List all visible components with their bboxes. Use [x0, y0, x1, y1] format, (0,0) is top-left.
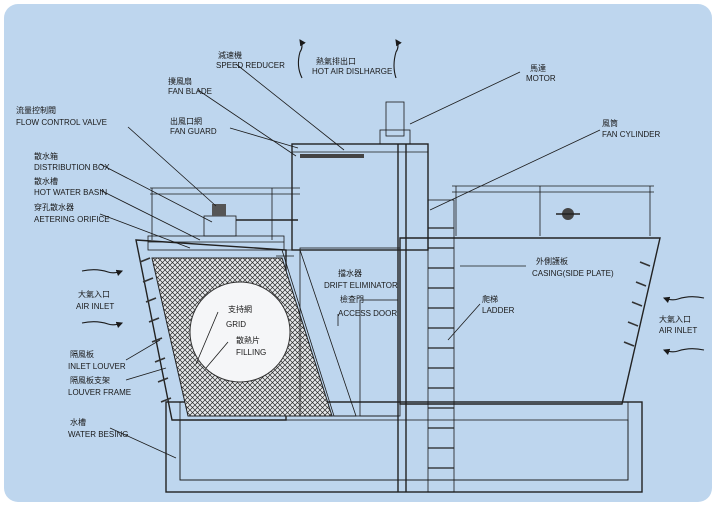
railing-right [452, 185, 654, 236]
label-louver-frame-en: LOUVER FRAME [68, 388, 131, 397]
arrow-right-1 [662, 296, 705, 304]
label-fan-cylinder-en: FAN CYLINDER [602, 130, 660, 139]
label-grid-en: GRID [226, 320, 246, 329]
label-speed-reducer-en: SPEED REDUCER [216, 61, 285, 70]
labels: 減速機 SPEED REDUCER 熱氣排出口 HOT AIR DISLHARG… [16, 50, 697, 439]
label-flow-control-en: FLOW CONTROL VALVE [16, 118, 107, 127]
label-ladder-zh: 爬梯 [482, 294, 498, 304]
label-water-basin-en: WATER BESING [68, 430, 128, 439]
flow-control-valve [212, 204, 226, 216]
grid-circle [189, 281, 291, 383]
label-access-door-en: ACCESS DOOR [338, 309, 397, 318]
motor-body [385, 101, 405, 137]
arrow-up-left [297, 39, 306, 79]
background-panel [4, 4, 712, 502]
label-filling-en: FILLING [236, 348, 266, 357]
label-motor-en: MOTOR [526, 74, 556, 83]
label-fan-guard-zh: 出風口網 [170, 116, 202, 126]
label-hot-water-basin-en: HOT WATER BASIN [34, 188, 107, 197]
label-drift-en: DRIFT ELIMINATOR [324, 281, 398, 290]
tower-structure [135, 101, 661, 493]
label-fan-blade-en: FAN BLADE [168, 87, 212, 96]
fan-cylinder [291, 143, 429, 251]
label-orifice-zh: 穿孔散水器 [34, 202, 74, 212]
leader-lines [99, 63, 601, 459]
louver-stripes-left [139, 257, 172, 403]
label-distribution-box-zh: 散水箱 [34, 151, 58, 161]
label-drift-zh: 擋水器 [338, 268, 362, 278]
label-inlet-louver-en: INLET LOUVER [68, 362, 126, 371]
label-distribution-box-en: DISTRIBUTION BOX [34, 163, 110, 172]
label-air-inlet-right-zh: 大氣入口 [659, 314, 691, 324]
label-casing-en: CASING(SIDE PLATE) [532, 269, 614, 278]
label-fan-blade-zh: 撲風扇 [168, 76, 192, 86]
label-air-inlet-left-zh: 大氣入口 [78, 289, 110, 299]
label-water-basin-zh: 水槽 [70, 417, 86, 427]
railing-left [150, 187, 300, 240]
label-fan-cylinder-zh: 風筒 [602, 118, 618, 128]
casing-right [399, 237, 661, 405]
label-filling-zh: 散熱片 [236, 335, 260, 345]
arrow-left-1 [81, 269, 124, 277]
label-louver-frame-zh: 隔風板支架 [70, 375, 110, 385]
label-air-inlet-left-en: AIR INLET [76, 302, 114, 311]
airflow-arrows [81, 39, 705, 356]
label-hot-air-zh: 熱氣排出口 [316, 56, 356, 66]
label-air-inlet-right-en: AIR INLET [659, 326, 697, 335]
label-fan-guard-en: FAN GUARD [170, 127, 217, 136]
label-casing-zh: 外側護板 [536, 256, 568, 266]
distribution-box [203, 215, 237, 237]
label-hot-air-en: HOT AIR DISLHARGE [312, 67, 392, 76]
label-speed-reducer-zh: 減速機 [218, 50, 242, 60]
label-motor-zh: 馬達 [530, 63, 546, 73]
label-flow-control-zh: 流量控制閥 [16, 105, 56, 115]
arrow-right-2 [662, 348, 705, 356]
label-inlet-louver-zh: 隔風板 [70, 349, 94, 359]
label-ladder-en: LADDER [482, 306, 515, 315]
label-hot-water-basin-zh: 散水槽 [34, 176, 58, 186]
arrow-up-right [393, 39, 402, 79]
fan-blade [300, 154, 364, 158]
label-grid-zh: 支持網 [228, 304, 252, 314]
louver-stripes-right [623, 261, 651, 347]
arrow-left-2 [81, 321, 124, 329]
label-access-door-zh: 檢查門 [340, 294, 364, 304]
ladder [427, 199, 455, 493]
label-orifice-en: AETERING ORIFICE [34, 215, 110, 224]
